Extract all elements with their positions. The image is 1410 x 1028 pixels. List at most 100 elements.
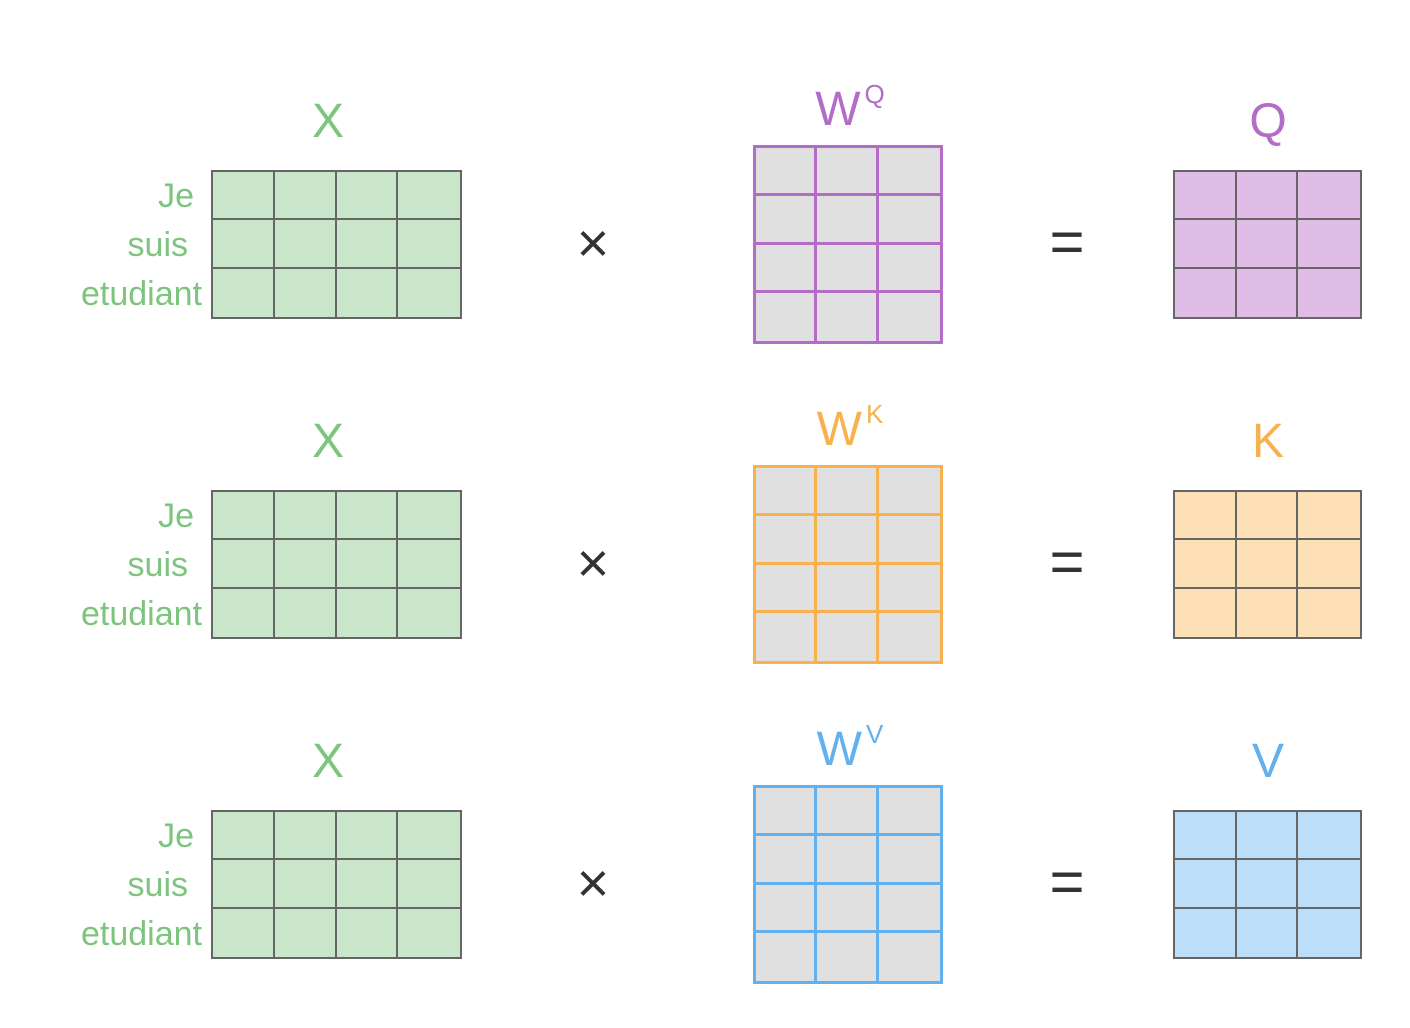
output-matrix: [1173, 810, 1362, 959]
matrix-cell: [756, 244, 818, 293]
matrix-cell: [213, 220, 275, 269]
matrix-cell: [878, 196, 940, 245]
matrix-cell: [1298, 492, 1360, 541]
matrix-cell: [337, 908, 399, 957]
matrix-cell: [1236, 172, 1299, 221]
matrix-cell: [336, 172, 399, 221]
matrix-cell: [1236, 220, 1299, 269]
token-label: suis: [127, 546, 188, 584]
matrix-cell: [398, 540, 460, 589]
weight-matrix: [753, 145, 943, 344]
matrix-cell: [398, 269, 460, 317]
matrix-cell: [1236, 812, 1299, 861]
matrix-cell: [1298, 589, 1360, 637]
matrix-cell: [878, 885, 940, 933]
matrix-cell: [756, 196, 818, 245]
input-matrix: [211, 490, 462, 639]
matrix-cell: [1298, 909, 1360, 957]
matrix-cell: [1236, 540, 1299, 589]
weight-label-base: W: [816, 403, 862, 456]
weight-label-superscript: K: [865, 399, 884, 429]
output-matrix-label: K: [1251, 415, 1284, 468]
matrix-cell: [398, 860, 460, 909]
weight-matrix: [753, 785, 943, 984]
token-label: etudiant: [81, 595, 202, 633]
matrix-cell: [879, 933, 940, 981]
matrix-cell: [756, 468, 818, 517]
matrix-cell: [1175, 860, 1237, 909]
matrix-cell: [756, 612, 818, 661]
matrix-cell: [756, 836, 818, 885]
matrix-cell: [756, 564, 818, 613]
token-label: etudiant: [81, 275, 202, 313]
matrix-cell: [337, 588, 399, 637]
matrix-cell: [817, 516, 879, 565]
weight-label-base: W: [815, 83, 861, 136]
matrix-cell: [336, 220, 399, 269]
matrix-cell: [1298, 812, 1360, 861]
matrix-cell: [878, 245, 940, 293]
input-matrix: [211, 810, 462, 959]
matrix-cell: [817, 148, 879, 197]
matrix-cell: [213, 860, 275, 909]
matrix-cell: [1298, 540, 1360, 589]
matrix-cell: [1175, 172, 1237, 221]
matrix-cell: [274, 540, 337, 589]
equals-sign: =: [1049, 848, 1085, 915]
matrix-cell: [1237, 588, 1299, 637]
equals-sign: =: [1049, 208, 1085, 275]
matrix-cell: [817, 196, 879, 245]
token-label: suis: [127, 226, 188, 264]
matrix-cell: [756, 292, 818, 341]
multiply-sign: ×: [576, 851, 610, 914]
matrix-cell: [398, 589, 460, 637]
output-matrix: [1173, 170, 1362, 319]
matrix-cell: [817, 244, 879, 293]
output-matrix-label: V: [1251, 735, 1284, 788]
matrix-cell: [817, 612, 879, 661]
matrix-cell: [336, 492, 399, 541]
matrix-cell: [1236, 492, 1299, 541]
matrix-cell: [274, 220, 337, 269]
matrix-cell: [878, 516, 940, 565]
multiply-sign: ×: [576, 211, 610, 274]
token-label: suis: [127, 866, 188, 904]
token-label: Je: [158, 177, 194, 215]
matrix-cell: [398, 492, 460, 541]
matrix-cell: [878, 565, 940, 613]
matrix-cell: [817, 564, 879, 613]
input-matrix: [211, 170, 462, 319]
matrix-cell: [213, 492, 275, 541]
token-labels: Je suis etudiant: [40, 492, 202, 639]
matrix-cell: [213, 908, 275, 957]
input-matrix-label: X: [311, 735, 344, 788]
matrix-cell: [336, 540, 399, 589]
matrix-cell: [275, 908, 337, 957]
matrix-cell: [213, 588, 275, 637]
matrix-cell: [1175, 540, 1237, 589]
matrix-cell: [756, 516, 818, 565]
matrix-cell: [213, 540, 275, 589]
output-matrix: [1173, 490, 1362, 639]
matrix-cell: [213, 812, 275, 861]
matrix-cell: [275, 588, 337, 637]
matrix-cell: [817, 788, 879, 837]
matrix-cell: [878, 836, 940, 885]
matrix-cell: [879, 293, 940, 341]
weight-matrix: [753, 465, 943, 664]
matrix-cell: [756, 788, 818, 837]
matrix-cell: [398, 220, 460, 269]
matrix-cell: [398, 812, 460, 861]
matrix-cell: [817, 292, 879, 341]
matrix-cell: [1236, 860, 1299, 909]
weight-label-base: W: [816, 723, 862, 776]
output-matrix-label: Q: [1249, 95, 1287, 148]
input-matrix-label: X: [311, 95, 344, 148]
matrix-cell: [398, 172, 460, 221]
matrix-cell: [1298, 269, 1360, 317]
matrix-cell: [274, 860, 337, 909]
